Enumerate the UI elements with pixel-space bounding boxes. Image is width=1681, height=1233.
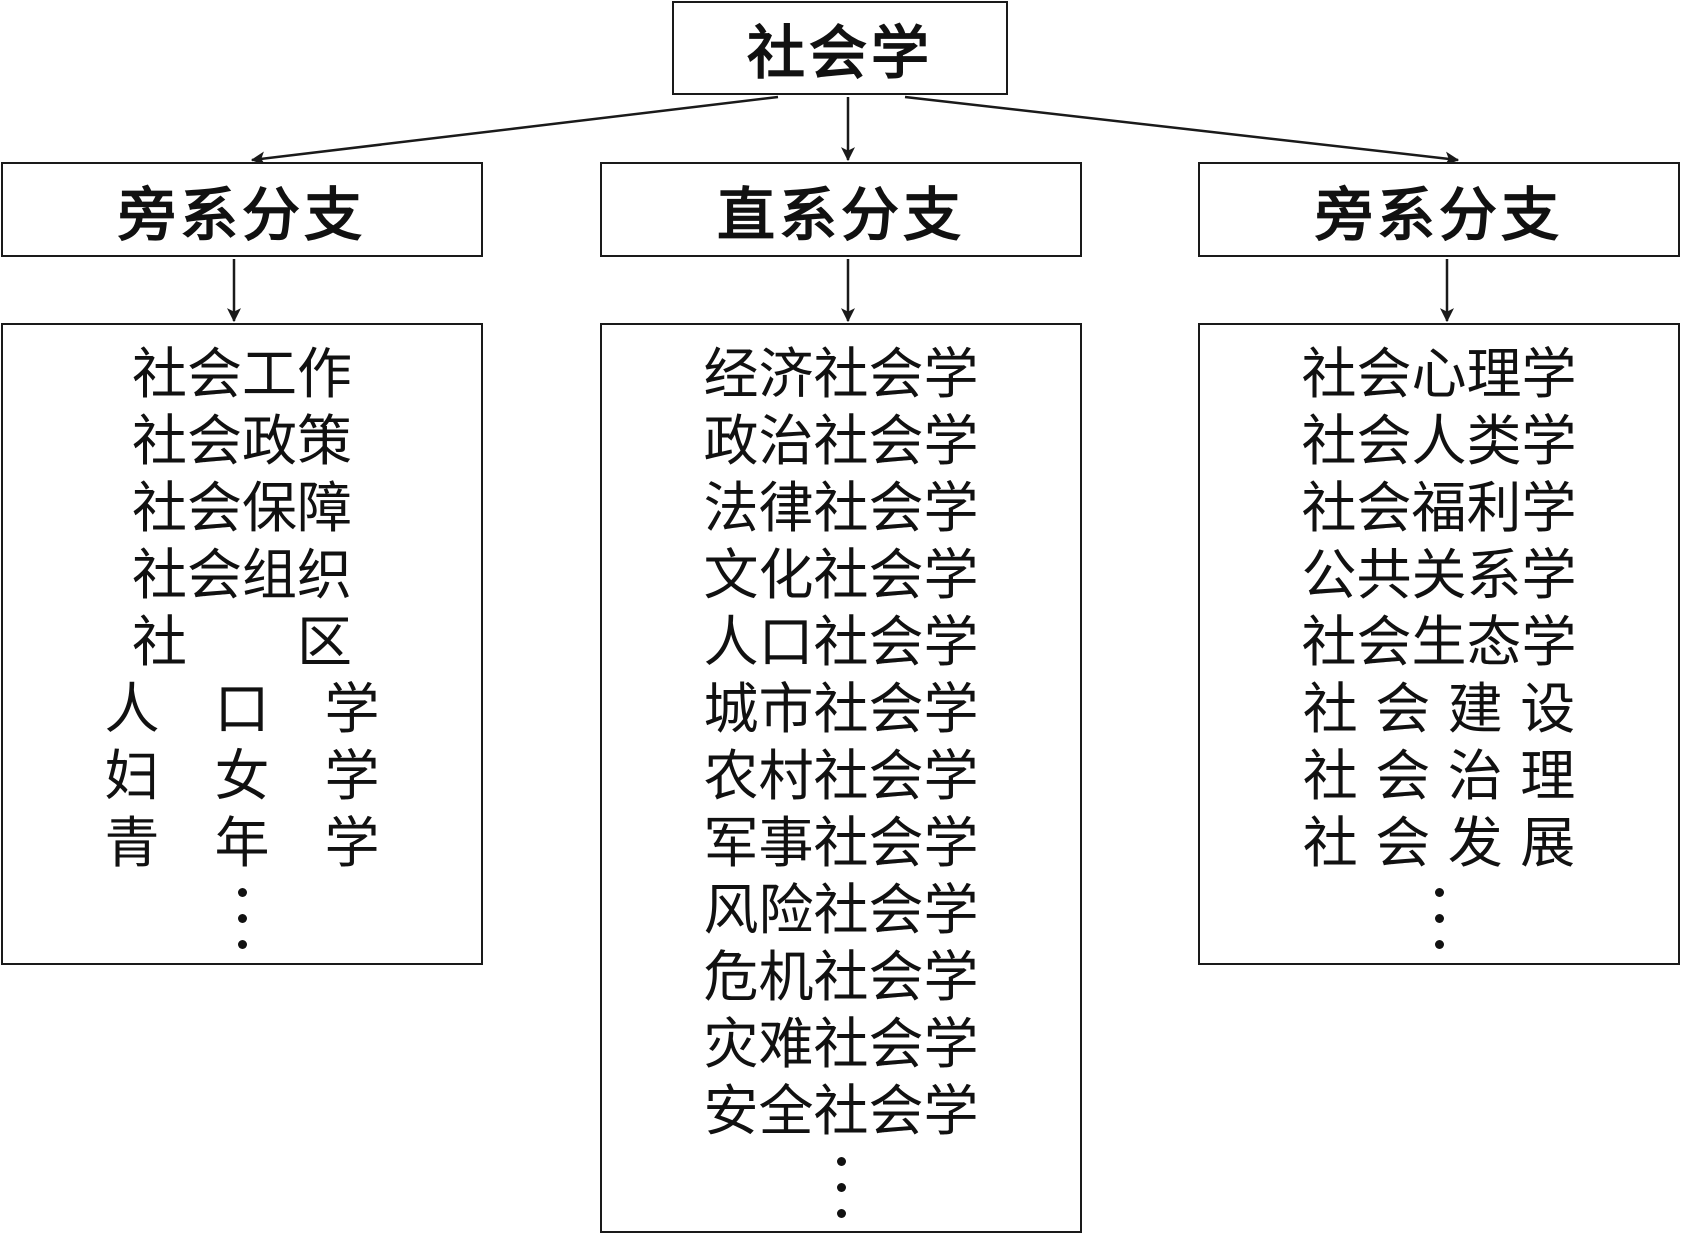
- list-item: 社会工作: [131, 342, 352, 406]
- list-item: 社会保障: [131, 476, 352, 540]
- list-item: 社 会 建 设: [1302, 677, 1576, 741]
- list-item: 社会福利学: [1301, 476, 1577, 540]
- list-items-right: 社会心理学 社会人类学 社会福利学 公共关系学 社会生态学 社 会 建 设 社 …: [1200, 341, 1678, 877]
- list-item: 风险社会学: [703, 878, 979, 942]
- branch-label-middle: 直系分支: [716, 180, 965, 249]
- list-item: 法律社会学: [703, 476, 979, 540]
- list-item: 社 区: [131, 610, 352, 674]
- root-label: 社会学: [746, 19, 933, 87]
- list-item: 人口社会学: [703, 610, 979, 674]
- root-node: 社会学: [672, 1, 1008, 95]
- list-item: 农村社会学: [703, 744, 979, 808]
- list-item: 社会政策: [131, 409, 352, 473]
- list-item: 妇 女 学: [104, 744, 380, 808]
- list-items-middle: 经济社会学 政治社会学 法律社会学 文化社会学 人口社会学 城市社会学 农村社会…: [602, 341, 1080, 1145]
- continuation-ellipsis-middle: ⋮: [602, 1157, 1080, 1233]
- branch-label-left: 旁系分支: [117, 180, 366, 249]
- arrow-root-to-right-branch: [904, 95, 1460, 166]
- list-item: 社会人类学: [1301, 409, 1577, 473]
- discipline-list-left: 社会工作 社会政策 社会保障 社会组织 社 区 人 口 学 妇 女 学 青 年 …: [1, 323, 483, 965]
- list-item: 社会组织: [131, 543, 352, 607]
- list-item: 公共关系学: [1301, 543, 1577, 607]
- list-item: 人 口 学: [104, 677, 380, 741]
- list-item: 军事社会学: [703, 811, 979, 875]
- list-item: 青 年 学: [104, 811, 380, 875]
- list-item: 危机社会学: [703, 945, 979, 1009]
- list-item: 社 会 发 展: [1302, 811, 1576, 875]
- list-item: 城市社会学: [703, 677, 979, 741]
- branch-label-right: 旁系分支: [1314, 180, 1563, 249]
- continuation-ellipsis-right: ⋮: [1200, 888, 1678, 966]
- list-item: 社 会 治 理: [1302, 744, 1576, 808]
- list-item: 文化社会学: [703, 543, 979, 607]
- branch-node-left: 旁系分支: [1, 162, 483, 257]
- discipline-list-middle: 经济社会学 政治社会学 法律社会学 文化社会学 人口社会学 城市社会学 农村社会…: [600, 323, 1082, 1233]
- list-item: 社会生态学: [1301, 610, 1577, 674]
- discipline-list-right: 社会心理学 社会人类学 社会福利学 公共关系学 社会生态学 社 会 建 设 社 …: [1198, 323, 1680, 965]
- branch-node-middle: 直系分支: [600, 162, 1082, 257]
- arrow-root-to-left-branch: [250, 95, 779, 166]
- list-items-left: 社会工作 社会政策 社会保障 社会组织 社 区 人 口 学 妇 女 学 青 年 …: [3, 341, 481, 877]
- continuation-ellipsis-left: ⋮: [3, 888, 481, 966]
- list-item: 社会心理学: [1301, 342, 1577, 406]
- list-item: 经济社会学: [703, 342, 979, 406]
- list-item: 安全社会学: [703, 1079, 979, 1143]
- list-item: 政治社会学: [703, 409, 979, 473]
- branch-node-right: 旁系分支: [1198, 162, 1680, 257]
- list-item: 灾难社会学: [703, 1012, 979, 1076]
